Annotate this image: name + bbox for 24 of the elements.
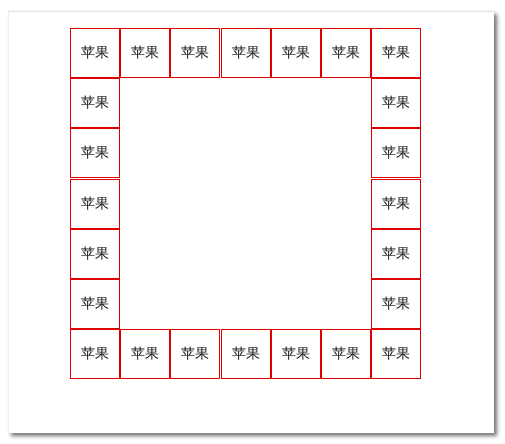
label-box: 苹果 bbox=[70, 78, 120, 128]
label-box: 苹果 bbox=[70, 229, 120, 279]
label-box: 苹果 bbox=[120, 28, 170, 78]
label-box: 苹果 bbox=[170, 28, 220, 78]
label-box: 苹果 bbox=[371, 78, 421, 128]
label-box: 苹果 bbox=[271, 28, 321, 78]
label-box: 苹果 bbox=[371, 128, 421, 178]
label-box: 苹果 bbox=[371, 28, 421, 78]
label-box: 苹果 bbox=[70, 179, 120, 229]
label-box: 苹果 bbox=[170, 329, 220, 379]
label-box: 苹果 bbox=[321, 28, 371, 78]
label-box: 苹果 bbox=[371, 279, 421, 329]
label-box: 苹果 bbox=[371, 229, 421, 279]
label-box: 苹果 bbox=[70, 128, 120, 178]
label-box: 苹果 bbox=[371, 179, 421, 229]
label-box: 苹果 bbox=[70, 28, 120, 78]
label-box: 苹果 bbox=[70, 279, 120, 329]
label-box: 苹果 bbox=[321, 329, 371, 379]
label-box: 苹果 bbox=[70, 329, 120, 379]
label-box: 苹果 bbox=[271, 329, 321, 379]
label-box: 苹果 bbox=[120, 329, 170, 379]
label-box: 苹果 bbox=[221, 329, 271, 379]
label-box: 苹果 bbox=[371, 329, 421, 379]
label-box: 苹果 bbox=[221, 28, 271, 78]
